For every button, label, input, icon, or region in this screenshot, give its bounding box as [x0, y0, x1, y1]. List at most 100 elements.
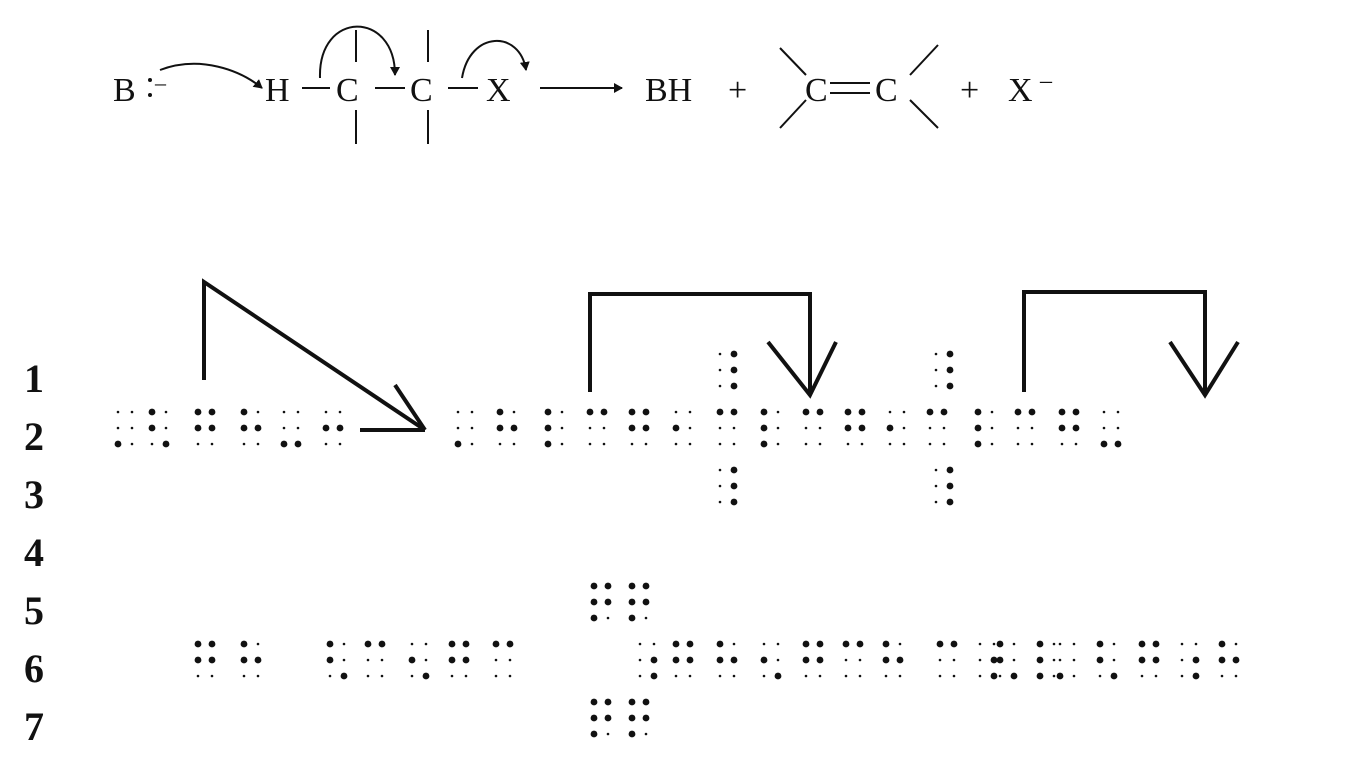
braille-dot-empty: [150, 442, 154, 446]
braille-dot-empty: [380, 674, 384, 678]
braille-dot-raised: [1096, 656, 1104, 664]
braille-dot-empty: [498, 442, 502, 446]
braille-dot-empty: [1180, 658, 1184, 662]
braille-dot-raised: [114, 440, 122, 448]
braille-cell: [1036, 640, 1056, 680]
braille-dot-raised: [1152, 640, 1160, 648]
base-label: B: [113, 72, 136, 109]
braille-dot-raised: [650, 656, 658, 664]
braille-dot-empty: [1052, 674, 1056, 678]
braille-dot-raised: [1110, 672, 1118, 680]
braille-dot-empty: [410, 674, 414, 678]
braille-cells: [114, 350, 1240, 738]
braille-dot-raised: [162, 440, 170, 448]
braille-dot-empty: [1116, 426, 1120, 430]
braille-dot-empty: [1058, 642, 1062, 646]
braille-dot-empty: [494, 674, 498, 678]
braille-dot-raised: [1036, 640, 1044, 648]
hydrogen-label: H: [265, 72, 290, 109]
braille-dot-empty: [652, 642, 656, 646]
braille-dot-raised: [544, 424, 552, 432]
braille-dot-raised: [672, 656, 680, 664]
braille-dot-raised: [586, 408, 594, 416]
braille-dot-empty: [380, 658, 384, 662]
braille-dot-raised: [996, 640, 1004, 648]
braille-dot-raised: [448, 640, 456, 648]
braille-dot-empty: [164, 426, 168, 430]
braille-dot-empty: [638, 658, 642, 662]
braille-dot-empty: [818, 426, 822, 430]
braille-dot-raised: [194, 640, 202, 648]
braille-dot-raised: [946, 482, 954, 490]
braille-dot-empty: [588, 426, 592, 430]
braille-dot-empty: [846, 442, 850, 446]
braille-dot-empty: [902, 410, 906, 414]
braille-dot-raised: [760, 656, 768, 664]
braille-dot-empty: [196, 442, 200, 446]
braille-dot-raised: [990, 672, 998, 680]
braille-dot-empty: [998, 674, 1002, 678]
braille-dot-empty: [512, 410, 516, 414]
braille-dot-raised: [378, 640, 386, 648]
braille-dot-raised: [1036, 672, 1044, 680]
braille-cell: [590, 582, 612, 622]
braille-cell: [194, 640, 216, 678]
braille-dot-empty: [688, 674, 692, 678]
braille-dot-raised: [240, 424, 248, 432]
braille-dot-raised: [672, 640, 680, 648]
braille-dot-empty: [1060, 442, 1064, 446]
braille-dot-raised: [730, 482, 738, 490]
braille-dot-raised: [496, 408, 504, 416]
braille-dot-empty: [762, 642, 766, 646]
braille-dot-raised: [802, 656, 810, 664]
braille-dot-empty: [1030, 442, 1034, 446]
halide-label: X: [1008, 72, 1033, 109]
braille-dot-raised: [716, 656, 724, 664]
braille-dot-empty: [942, 426, 946, 430]
braille-dot-empty: [1112, 642, 1116, 646]
braille-dot-empty: [776, 426, 780, 430]
braille-dot-raised: [730, 382, 738, 390]
braille-cell: [934, 466, 954, 506]
braille-dot-empty: [990, 442, 994, 446]
braille-dot-empty: [990, 426, 994, 430]
braille-dot-raised: [280, 440, 288, 448]
braille-dot-raised: [802, 640, 810, 648]
braille-dot-raised: [816, 408, 824, 416]
braille-dot-raised: [462, 640, 470, 648]
braille-dot-empty: [242, 442, 246, 446]
braille-dot-empty: [858, 674, 862, 678]
braille-cell: [326, 640, 348, 680]
braille-dot-raised: [1072, 408, 1080, 416]
braille-cell: [638, 642, 658, 680]
braille-cell: [448, 640, 470, 678]
line-number-7: 7: [24, 704, 44, 749]
alkene-carbon-1: C: [805, 72, 828, 109]
braille-dot-empty: [338, 410, 342, 414]
braille-dot-raised: [1096, 640, 1104, 648]
braille-dot-raised: [590, 614, 598, 622]
braille-dot-empty: [1234, 674, 1238, 678]
braille-arrow-cx: [1022, 290, 1240, 399]
braille-dot-empty: [1102, 426, 1106, 430]
braille-dot-empty: [934, 484, 938, 488]
braille-dot-empty: [342, 642, 346, 646]
braille-dot-empty: [858, 658, 862, 662]
braille-dot-raised: [408, 656, 416, 664]
braille-dot-raised: [672, 424, 680, 432]
braille-dot-raised: [686, 640, 694, 648]
braille-cell: [926, 408, 948, 446]
braille-dot-empty: [1072, 642, 1076, 646]
braille-dot-raised: [1114, 440, 1122, 448]
braille-dot-raised: [844, 408, 852, 416]
braille-dot-empty: [938, 674, 942, 678]
braille-dot-raised: [628, 582, 636, 590]
braille-dot-empty: [1102, 410, 1106, 414]
braille-dot-raised: [322, 424, 330, 432]
line-number-6: 6: [24, 646, 44, 691]
braille-dot-raised: [974, 440, 982, 448]
braille-dot-raised: [858, 408, 866, 416]
braille-cell: [934, 350, 954, 390]
braille-dot-empty: [560, 442, 564, 446]
